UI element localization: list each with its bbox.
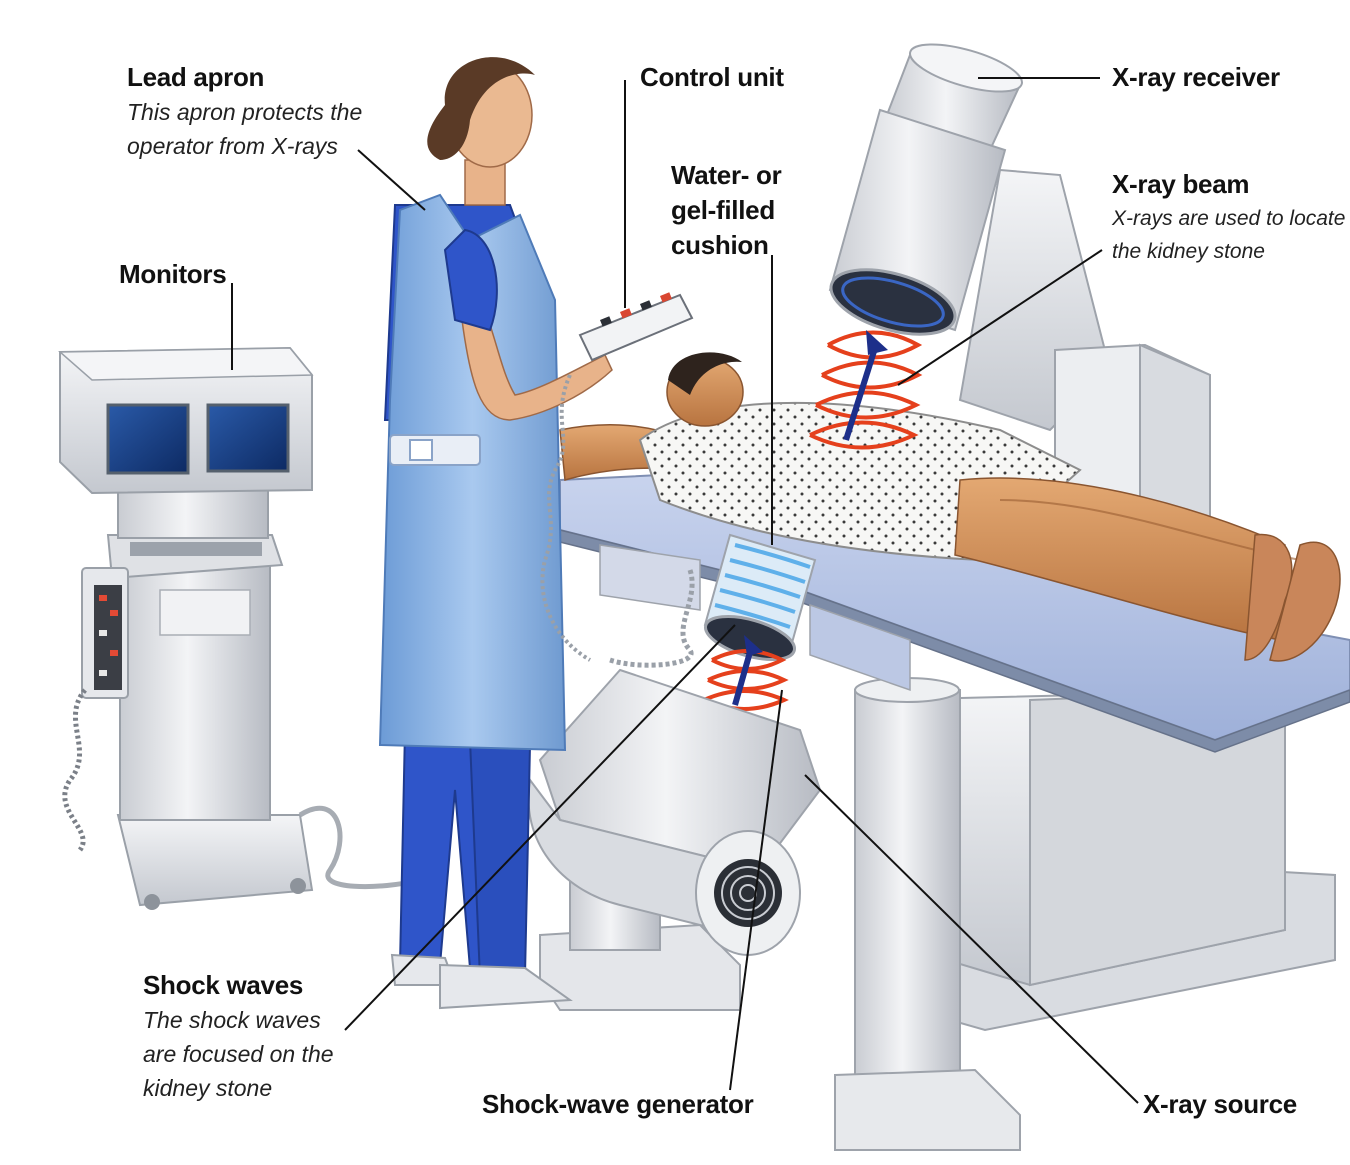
shock-wave-generator-title: Shock-wave generator <box>482 1089 754 1119</box>
label-control-unit: Control unit <box>640 60 784 94</box>
label-x-ray-receiver: X-ray receiver <box>1112 60 1280 94</box>
lithotripter-base <box>539 677 1336 1151</box>
label-cushion: Water- or gel-filled cushion <box>671 158 782 263</box>
x-ray-source-title: X-ray source <box>1143 1089 1297 1119</box>
shock-waves-title: Shock waves <box>143 970 304 1000</box>
leader-x-ray-beam <box>897 249 1103 386</box>
shock-waves-desc-line3: kidney stone <box>143 1075 273 1101</box>
cushion-line1: Water- or <box>671 160 782 190</box>
shock-wave-generator-graphic <box>527 569 822 956</box>
monitors-title: Monitors <box>119 259 227 289</box>
lead-apron-desc-line2: operator from X-rays <box>127 133 338 159</box>
operator <box>378 57 694 1010</box>
label-shock-wave-generator: Shock-wave generator <box>482 1087 754 1121</box>
leader-shock-waves <box>344 624 736 1031</box>
x-ray-beam-graphic <box>809 330 923 450</box>
leader-shock-wave-generator <box>729 689 783 1091</box>
label-x-ray-beam: X-ray beam X-rays are used to locate the… <box>1112 167 1345 268</box>
label-lead-apron: Lead apron This apron protects the opera… <box>127 60 362 163</box>
shock-wave-rings-graphic <box>703 635 789 711</box>
leader-x-ray-source <box>804 774 1139 1104</box>
cushion-line2: gel-filled <box>671 195 775 225</box>
patient <box>559 352 1341 662</box>
lead-apron-title: Lead apron <box>127 62 265 92</box>
cushion-line3: cushion <box>671 230 769 260</box>
shock-wave-cushion <box>703 533 817 661</box>
shock-waves-desc-line2: are focused on the <box>143 1041 334 1067</box>
x-ray-arm <box>828 43 1211 521</box>
label-monitors: Monitors <box>119 257 227 291</box>
x-ray-beam-desc-line1: X-rays are used to locate <box>1112 207 1346 230</box>
x-ray-beam-title: X-ray beam <box>1112 169 1250 199</box>
control-unit-title: Control unit <box>640 62 784 92</box>
x-ray-beam-desc-line2: the kidney stone <box>1112 240 1265 263</box>
label-shock-waves: Shock waves The shock waves are focused … <box>143 968 334 1105</box>
lead-apron-desc-line1: This apron protects the <box>127 99 363 125</box>
leader-lead-apron <box>357 149 426 211</box>
x-ray-receiver-title: X-ray receiver <box>1112 62 1280 92</box>
label-x-ray-source: X-ray source <box>1143 1087 1297 1121</box>
leader-lines <box>231 77 1139 1104</box>
monitor-cart <box>58 346 421 910</box>
shock-waves-desc-line1: The shock waves <box>143 1007 321 1033</box>
